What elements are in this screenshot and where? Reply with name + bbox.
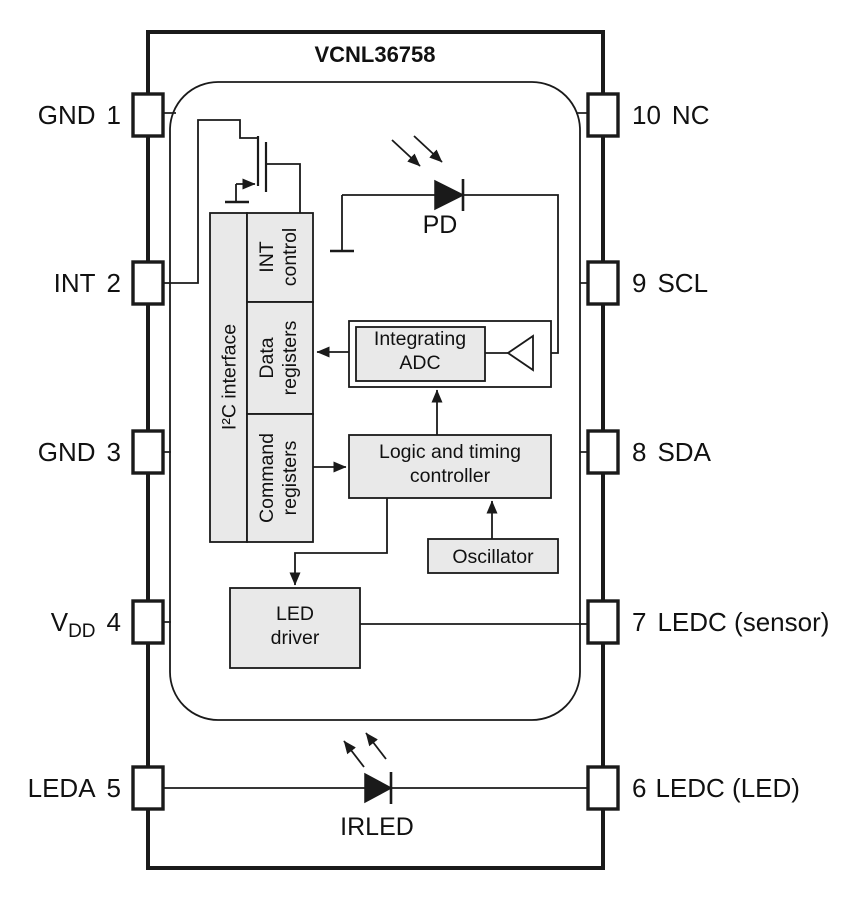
data-registers-label-line2: registers (279, 320, 301, 395)
light-in-arrow (391, 139, 421, 167)
logic-box (348, 434, 552, 499)
i2c-interface-label: I²C interface (219, 324, 241, 430)
wire-int-to-mosfet (163, 119, 258, 284)
pin-pad (131, 429, 165, 475)
command-registers-label-line1: Command (256, 433, 278, 523)
pin-pad (586, 599, 620, 645)
int-control-label-line2: control (279, 228, 301, 287)
adc-label-line2: ADC (399, 352, 440, 374)
oscillator-box (427, 538, 559, 574)
block-logic-timing-controller: Logic and timing controller (348, 434, 552, 499)
logic-label-line1: Logic and timing (379, 441, 521, 463)
block-integrating-adc: Integrating ADC (348, 320, 552, 388)
pin-pad (131, 765, 165, 811)
pd-triangle (434, 179, 465, 211)
chip-title: VCNL36758 (314, 42, 435, 67)
light-out-arrow (343, 740, 365, 768)
logic-label-line2: controller (410, 465, 491, 487)
arrow-logic-to-led-driver (289, 498, 388, 586)
pin-pad (131, 260, 165, 306)
data-registers-box (246, 301, 314, 415)
oscillator-label: Oscillator (452, 546, 534, 568)
irled-triangle (364, 772, 393, 804)
block-data-registers: Data registers (246, 301, 314, 415)
pin-pad (586, 260, 620, 306)
command-registers-box (246, 413, 314, 543)
light-in-arrow (413, 135, 443, 163)
led-driver-box (229, 587, 361, 669)
pd-label: PD (423, 211, 458, 239)
irled-icon (364, 772, 393, 804)
amplifier-icon (506, 334, 534, 372)
command-registers-label-line2: registers (279, 440, 301, 515)
pin-pad (131, 599, 165, 645)
int-control-box (246, 212, 314, 303)
data-registers-label-line1: Data (256, 337, 278, 378)
led-driver-label-line1: LED (276, 603, 314, 625)
adc-label-line1: Integrating (374, 328, 466, 350)
led-driver-label-line2: driver (271, 627, 320, 649)
adc-box (355, 326, 486, 382)
mosfet-icon (225, 136, 301, 213)
photodiode-icon (434, 179, 465, 211)
block-oscillator: Oscillator (427, 538, 559, 574)
block-i2c-interface: I²C interface (209, 212, 248, 543)
pd-light-arrows-icon (391, 135, 443, 167)
block-int-control: INT control (246, 212, 314, 303)
pin-pad (131, 92, 165, 138)
block-led-driver: LED driver (229, 587, 361, 669)
wire-gate-to-int-control (266, 163, 301, 213)
pin-pad (586, 765, 620, 811)
pin-pad (586, 92, 620, 138)
pin-pad (586, 429, 620, 475)
irled-label: IRLED (340, 813, 414, 841)
block-command-registers: Command registers (246, 413, 314, 543)
int-control-label-line1: INT (256, 241, 278, 273)
irled-light-arrows-icon (343, 732, 387, 768)
light-out-arrow (365, 732, 387, 760)
